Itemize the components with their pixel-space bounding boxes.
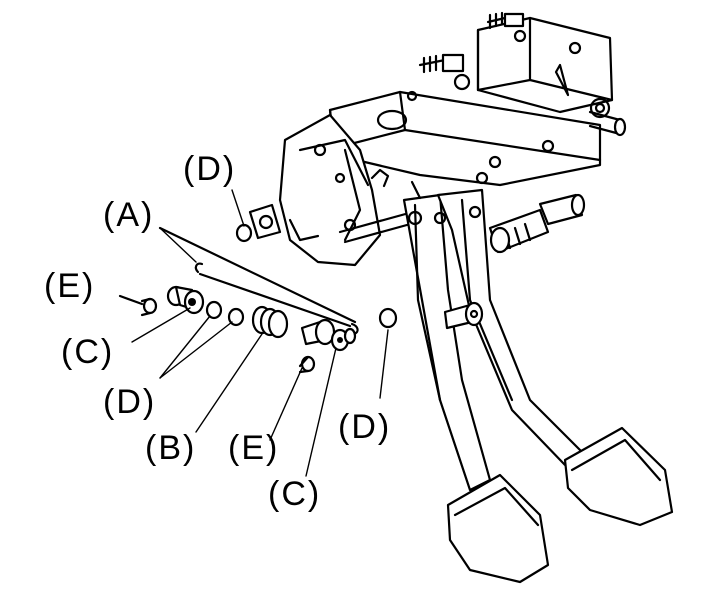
bolt-e-lower	[298, 355, 316, 374]
spring-seat-c-right	[300, 318, 357, 352]
brake-pedal-pad	[563, 426, 674, 527]
label-d-left: (D)	[103, 383, 156, 421]
bushing-d	[205, 300, 223, 320]
label-c-bottom: (C)	[268, 475, 321, 513]
label-c-left: (C)	[61, 333, 114, 371]
label-b: (B)	[145, 429, 196, 467]
label-a: (A)	[103, 196, 154, 234]
label-d-right: (D)	[338, 408, 391, 446]
label-e-left: (E)	[44, 267, 95, 305]
leader-lines	[131, 189, 389, 477]
spring-seat-c-left	[166, 285, 205, 315]
clutch-pedal-pad	[446, 473, 550, 584]
bolt-e-upper	[118, 294, 158, 317]
mounting-stud	[486, 11, 525, 30]
stop-bolt	[443, 301, 484, 330]
bushing-d	[235, 223, 253, 243]
bushing-d	[378, 307, 398, 329]
label-e-bottom: (E)	[228, 429, 279, 467]
pedal-bracket-assembly	[248, 11, 674, 584]
mounting-stud	[418, 53, 465, 74]
spring-b	[251, 305, 289, 339]
bushing-d	[227, 307, 245, 327]
label-d-top: (D)	[183, 150, 236, 188]
